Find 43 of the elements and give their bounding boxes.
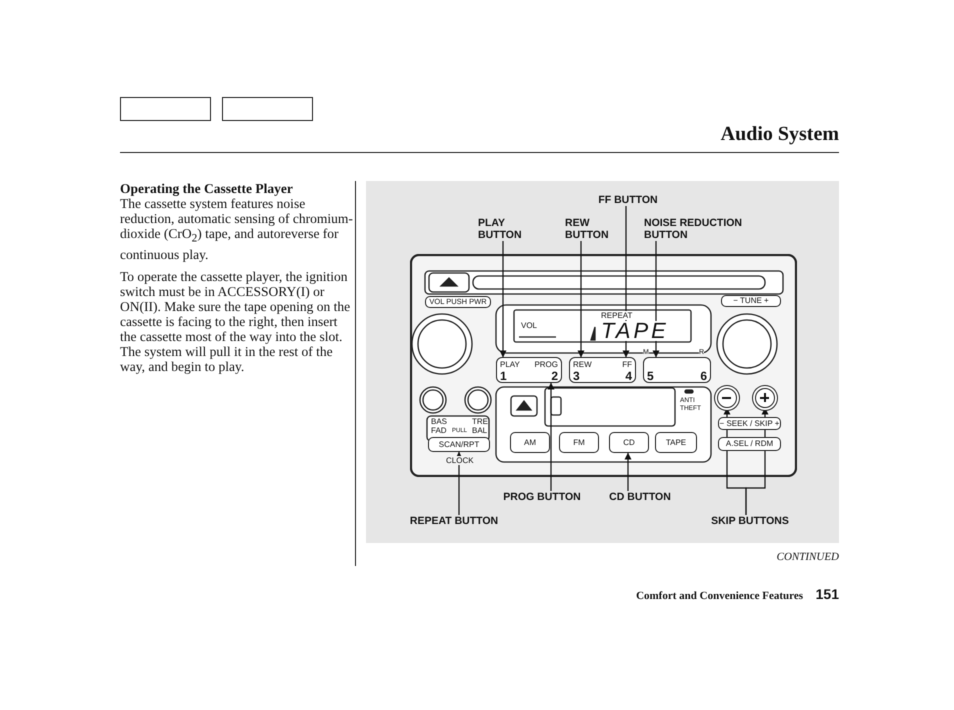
section-heading: Operating the Cassette Player — [120, 181, 294, 196]
tape-button: TAPE — [655, 432, 697, 453]
button-caption: CLOCK — [446, 456, 474, 465]
plus-button — [755, 388, 775, 408]
callout-label: REPEAT BUTTON — [404, 515, 504, 527]
callout-label: PLAY BUTTON — [478, 217, 530, 241]
continued-note: CONTINUED — [776, 551, 839, 563]
body-paragraph: The cassette system features noise reduction, automatic sensing of chromium-dioxide (CrO$_{2}$) tape, and autoreverse for continuous play. — [120, 196, 354, 262]
display-text: VOL — [521, 321, 538, 330]
leader-line — [624, 452, 632, 491]
tab-box — [222, 97, 313, 121]
leader-line — [548, 382, 554, 491]
cd-button: CD — [609, 432, 649, 453]
callout-label: NOISE REDUCTION BUTTON — [644, 217, 756, 241]
preset-button: 5 6 — [643, 357, 711, 383]
callout-label: PROG BUTTON — [497, 491, 587, 503]
leader-line — [500, 241, 506, 358]
display-text: TAPE — [601, 321, 669, 341]
callout-label: SKIP BUTTONS — [705, 515, 795, 527]
preset-button: PLAY PROG 1 2 — [496, 357, 562, 383]
am-button: AM — [510, 432, 550, 453]
page-title: Audio System — [720, 123, 839, 147]
page-number: 151 — [814, 586, 839, 602]
tab-box — [120, 97, 211, 121]
fm-button: FM — [559, 432, 599, 453]
knob-label: BAS — [431, 417, 448, 426]
callout-label: REW BUTTON — [565, 217, 617, 241]
knob-label: FAD — [431, 426, 447, 435]
leader-line — [456, 452, 462, 515]
preset-button: REW FF 3 4 — [569, 357, 636, 383]
seek-skip-button: − SEEK / SKIP + — [718, 417, 781, 430]
callout-label: FF BUTTON — [592, 194, 664, 206]
display-text: REPEAT — [601, 311, 632, 320]
leader-line — [578, 241, 584, 358]
a-sel-rdm-button: A.SEL / RDM — [718, 437, 781, 451]
callout-label: CD BUTTON — [603, 491, 677, 503]
knob-label: TRE — [472, 417, 488, 426]
knob-label: BAL — [472, 426, 488, 435]
tune-knob-label: − TUNE + — [721, 295, 781, 307]
minus-button — [717, 388, 737, 408]
scan-button: SCAN/RPT — [428, 437, 490, 452]
body-paragraph: To operate the cassette player, the ignition switch must be in ACCESSORY(I) or ON(II). Make sure the tape opening on the cassette is facing to the right, then insert the cassette most of the way into the slot. The system will pull it in the rest of the way, and begin to play. — [120, 269, 352, 374]
section-footer: Comfort and Convenience Features — [560, 590, 803, 602]
